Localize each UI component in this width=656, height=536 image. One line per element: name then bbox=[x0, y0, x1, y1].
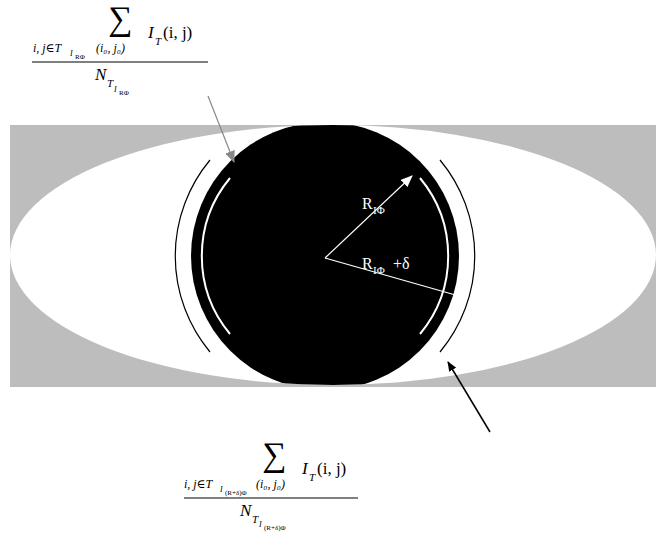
formula-term: (i, j) bbox=[163, 24, 192, 41]
subscript: I bbox=[259, 521, 262, 529]
formula-term: N bbox=[240, 502, 251, 519]
radius-label: R bbox=[362, 196, 373, 212]
formula-term: N bbox=[95, 66, 106, 83]
subscript: (R+δ)Φ bbox=[225, 490, 247, 497]
sum-index: (i₀, j₀) bbox=[96, 42, 125, 54]
subscript: I bbox=[70, 50, 73, 58]
fraction-bar bbox=[32, 62, 208, 63]
subscript: RΦ bbox=[75, 54, 85, 61]
radius-arrow bbox=[325, 176, 412, 258]
sum-index: i, j∈T bbox=[184, 478, 212, 490]
sum-sign: ∑ bbox=[108, 2, 132, 36]
subscript: T bbox=[155, 36, 161, 47]
leader-arrow bbox=[208, 96, 234, 162]
fraction-bar bbox=[184, 498, 358, 499]
formula-term: I bbox=[302, 460, 308, 477]
radius-label: IΦ bbox=[373, 205, 385, 216]
radius-label: R bbox=[362, 256, 373, 272]
subscript: T bbox=[252, 514, 258, 525]
leader-arrow bbox=[448, 362, 490, 432]
subscript: (R+δ)Φ bbox=[264, 525, 286, 532]
sum-index: (i₀, j₀) bbox=[256, 478, 285, 490]
radius-r-arc bbox=[202, 178, 230, 334]
formula-term: I bbox=[148, 24, 154, 41]
radius-r-delta-arc bbox=[440, 160, 475, 352]
subscript: I bbox=[114, 86, 117, 94]
subscript: I bbox=[220, 486, 223, 494]
iris bbox=[191, 122, 459, 390]
sum-sign: ∑ bbox=[262, 438, 286, 472]
sum-index: i, j∈T bbox=[33, 42, 61, 54]
subscript: T bbox=[309, 472, 315, 483]
subscript: T bbox=[107, 78, 113, 89]
radius-label: +δ bbox=[393, 256, 410, 272]
radius-label: IΦ bbox=[373, 265, 385, 276]
formula-term: (i, j) bbox=[317, 460, 346, 477]
radius-r-arc bbox=[420, 178, 448, 334]
radius-r-delta-arc bbox=[175, 160, 210, 352]
subscript: RΦ bbox=[119, 90, 129, 97]
